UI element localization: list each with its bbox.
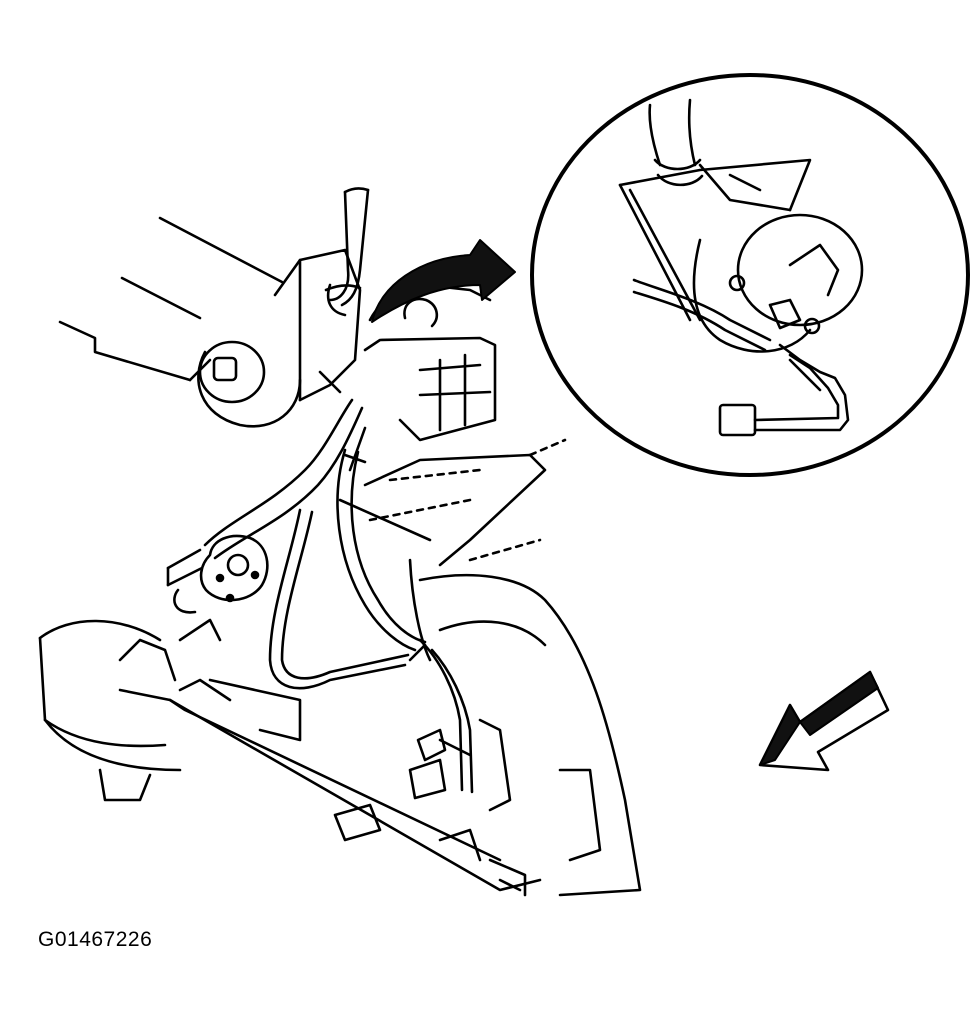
- crossmember: [338, 438, 567, 567]
- direction-arrow-icon: [758, 670, 890, 772]
- figure-id-label: G01467226: [38, 928, 153, 951]
- lower-subframe: [38, 618, 542, 897]
- detail-inset: [530, 73, 970, 477]
- steering-gear: [166, 534, 269, 614]
- frame-rails: [58, 216, 284, 382]
- wheel-well: [408, 573, 642, 897]
- hydraulic-lines: [203, 398, 474, 794]
- upper-hose: [324, 187, 370, 307]
- pump-assembly: [197, 248, 362, 428]
- curved-arrow-icon: [371, 239, 516, 323]
